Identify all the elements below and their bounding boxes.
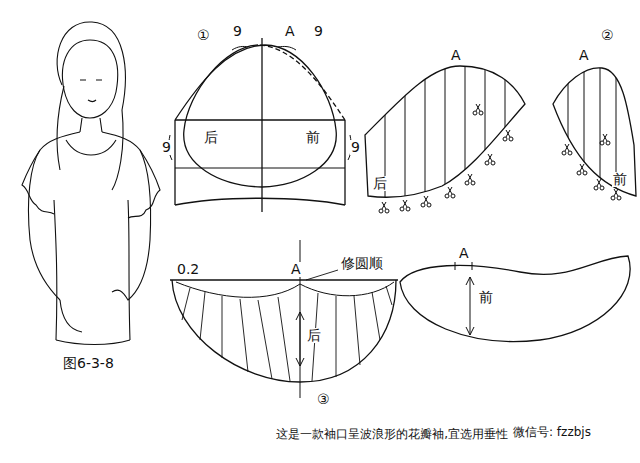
part-label: ③ [316,392,331,407]
part-label: A [578,48,590,63]
part-label: 后 [203,130,219,145]
part-label: 前 [612,172,628,187]
part-label: A [284,24,296,39]
part-label: A [290,262,302,277]
part-label: 后 [372,176,388,191]
part-label: ② [600,28,615,43]
part-label: 9 [232,24,243,39]
sleeve-slash [365,40,636,220]
part-label: A [458,246,470,261]
part-label: 前 [305,130,321,145]
part-label: 0.2 [176,262,200,277]
part-label: 图6-3-8 [62,356,115,371]
part-label: 9 [313,24,324,39]
final-sleeve [400,256,630,341]
caption-text: 这是一款袖口呈波浪形的花瓣袖,宜选用垂性 [276,427,508,441]
part-label: 后 [306,328,322,343]
part-label: 9 [161,140,172,155]
part-label: 修圆顺 [340,256,384,271]
part-label: A [450,48,462,63]
part-label: 前 [478,290,494,305]
part-label: 9 [350,140,361,155]
flare-pattern [170,240,398,398]
sleeve-draft [169,38,352,212]
part-label: 微信号: fzzbjs [512,426,592,439]
figure-sketch [22,22,160,345]
part-label: ① [196,28,211,43]
